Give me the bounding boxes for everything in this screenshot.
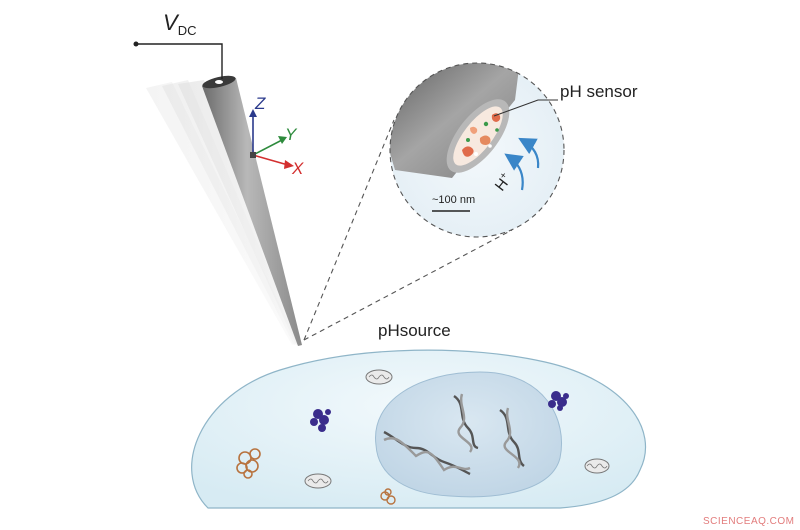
proton-arrow-2	[504, 153, 524, 191]
scale-bar-label: ~100 nm	[432, 194, 475, 206]
mitochondrion-3	[584, 458, 610, 474]
mitochondrion-1	[365, 369, 393, 385]
protein-coil-1	[236, 448, 261, 479]
vdc-lead	[133, 41, 223, 79]
cell	[191, 349, 646, 509]
sensor-leader-line	[493, 99, 558, 117]
dna-helix-2	[453, 393, 479, 453]
zoom-inset	[389, 62, 565, 238]
protein-purple-1	[310, 409, 331, 432]
mitochondrion-2	[304, 473, 332, 489]
protein-purple-2	[548, 391, 569, 411]
proton-arrow-1	[518, 137, 540, 169]
axis-y-label: Y	[285, 125, 298, 144]
motion-ghost-tips	[146, 80, 301, 345]
vdc-label: VDC	[163, 10, 196, 38]
zoom-projection-lines	[303, 119, 513, 341]
nucleus	[375, 371, 562, 498]
dna-helices	[383, 393, 525, 476]
dna-helix-3	[499, 407, 525, 469]
sensor-molecules	[462, 113, 501, 157]
nanopipette-tip	[202, 75, 302, 346]
dna-helix-1	[383, 430, 471, 476]
axis-triad	[249, 109, 294, 169]
axis-z-label: Z	[254, 94, 266, 113]
source-label: pHsource	[378, 321, 451, 340]
axis-x-label: X	[291, 159, 304, 178]
sensor-label: pH sensor	[560, 82, 638, 101]
watermark: SCIENCEAQ.COM	[703, 516, 795, 527]
ghost-tip-1	[146, 82, 298, 345]
ghost-tip-2	[162, 80, 300, 345]
protein-coil-2	[380, 488, 396, 505]
ghost-tip-3	[178, 80, 301, 345]
pipette-barrel-closeup	[390, 63, 520, 178]
